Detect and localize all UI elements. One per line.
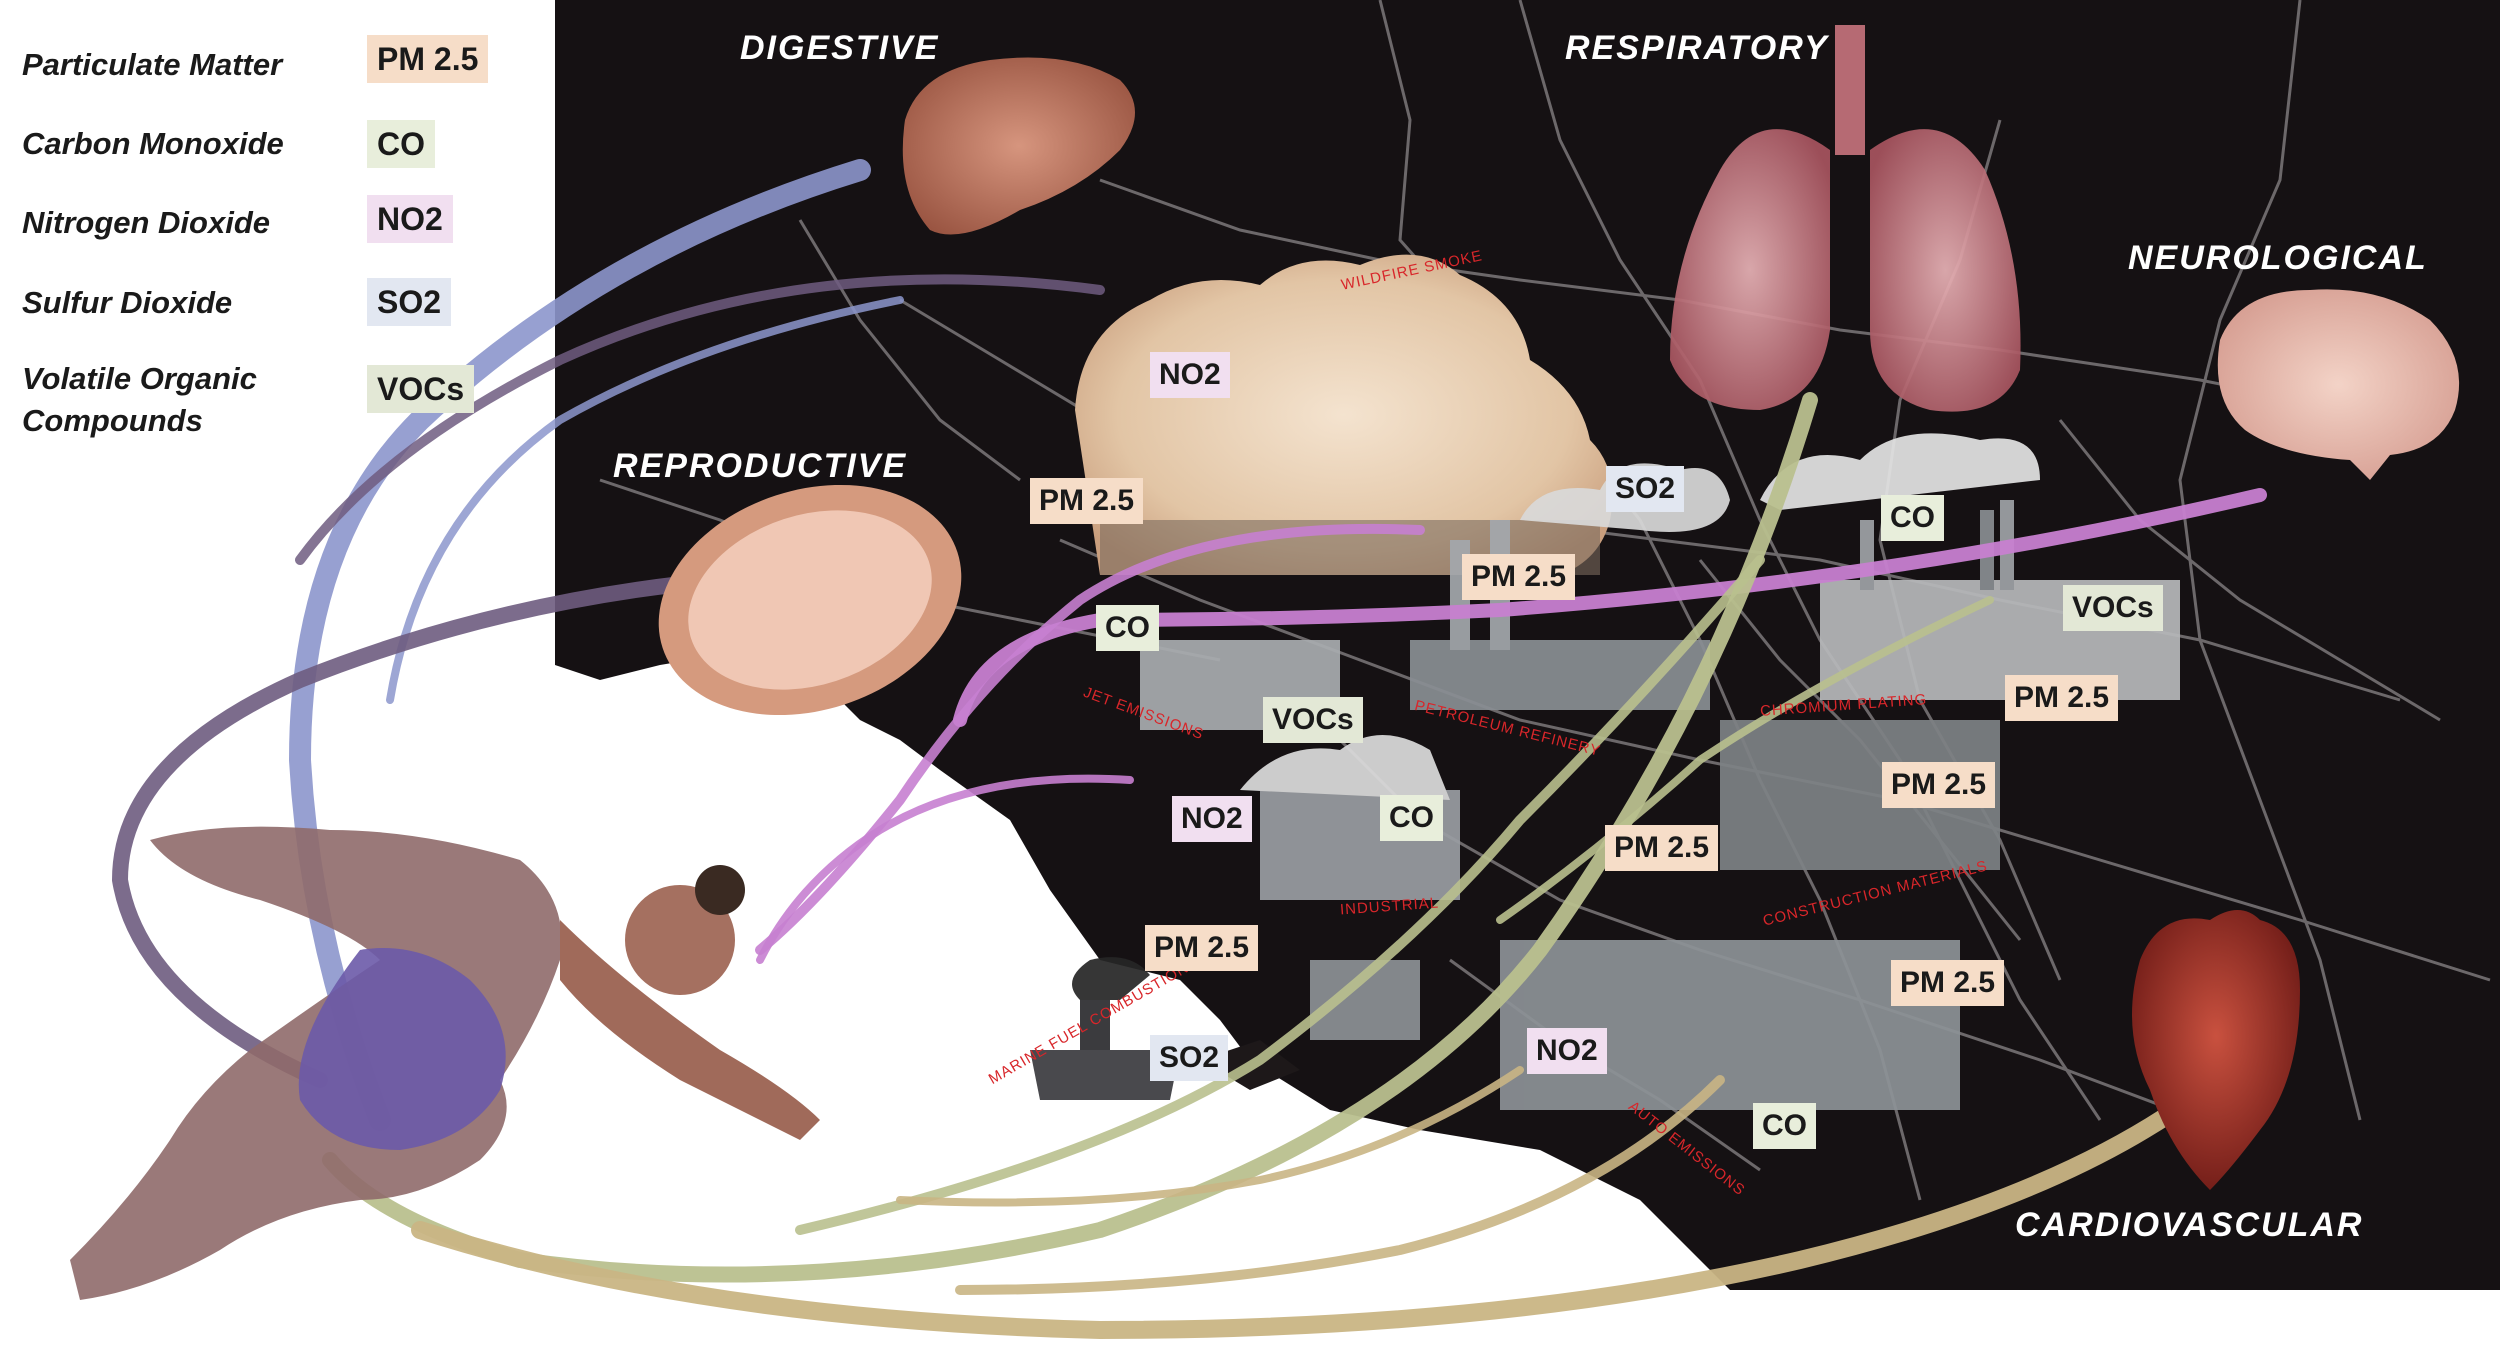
- legend-badge-co: CO: [367, 120, 435, 168]
- legend-badge-vocs: VOCs: [367, 365, 475, 413]
- label-reproductive: REPRODUCTIVE: [613, 447, 908, 485]
- badge-co: CO: [1380, 795, 1443, 841]
- badge-pm25: PM 2.5: [1891, 960, 2005, 1006]
- stream-blue: [288, 159, 871, 1131]
- badge-co: CO: [1881, 495, 1944, 541]
- label-respiratory: RESPIRATORY: [1565, 29, 1829, 67]
- runner-figure: [70, 826, 820, 1300]
- legend-badge-so2: SO2: [367, 278, 452, 326]
- badge-no2: NO2: [1150, 352, 1230, 398]
- badge-co: CO: [1096, 605, 1159, 651]
- badge-vocs: VOCs: [1263, 697, 1363, 743]
- badge-co: CO: [1753, 1103, 1816, 1149]
- stream-green-2: [795, 555, 1765, 1235]
- badge-pm25: PM 2.5: [1882, 762, 1996, 808]
- badge-pm25: PM 2.5: [1462, 554, 1576, 600]
- legend-item-label: Nitrogen Dioxide: [22, 205, 271, 240]
- badge-pm25: PM 2.5: [1605, 825, 1719, 871]
- legend-item-label: Carbon Monoxide: [22, 126, 284, 161]
- lungs-organ: [1670, 25, 2021, 412]
- label-digestive: DIGESTIVE: [740, 29, 940, 67]
- pollution-streams: [111, 159, 2267, 1340]
- stream-purple: [755, 523, 1425, 955]
- badge-no2: NO2: [1172, 796, 1252, 842]
- badge-no2: NO2: [1527, 1028, 1607, 1074]
- legend-item-label: Particulate Matter: [22, 47, 283, 82]
- label-cardiovascular: CARDIOVASCULAR: [2015, 1206, 2364, 1244]
- label-neurological: NEUROLOGICAL: [2128, 239, 2428, 277]
- legend-item-label: Sulfur Dioxide: [22, 285, 233, 320]
- stream-purple-lower: [756, 774, 1134, 964]
- stream-mauve: [111, 572, 728, 1088]
- badge-so2: SO2: [1606, 466, 1685, 512]
- badge-pm25: PM 2.5: [1030, 478, 1144, 524]
- stream-tan-2: [955, 1075, 1725, 1295]
- legend-item-label-line2: Compounds: [22, 403, 203, 438]
- liver-organ: [902, 57, 1135, 235]
- badge-so2: SO2: [1150, 1035, 1229, 1081]
- legend-badge-no2: NO2: [367, 195, 453, 243]
- stream-tan: [411, 1091, 2199, 1340]
- badge-pm25: PM 2.5: [2005, 675, 2119, 721]
- badge-pm25: PM 2.5: [1145, 925, 1259, 971]
- uterus-organ: [658, 484, 962, 716]
- legend-badge-pm25: PM 2.5: [367, 35, 489, 83]
- legend: Particulate Matter PM 2.5 Carbon Monoxid…: [0, 0, 560, 470]
- legend-item-label: Volatile Organic: [22, 361, 257, 396]
- stream-tan-3: [896, 1066, 1524, 1207]
- stream-mauve-upper: [295, 274, 1105, 565]
- stream-blue-thin: [386, 296, 904, 704]
- badge-vocs: VOCs: [2063, 585, 2163, 631]
- stream-green-3: [1496, 596, 1994, 924]
- brain-organ: [2217, 289, 2460, 480]
- heart-organ: [2132, 910, 2300, 1190]
